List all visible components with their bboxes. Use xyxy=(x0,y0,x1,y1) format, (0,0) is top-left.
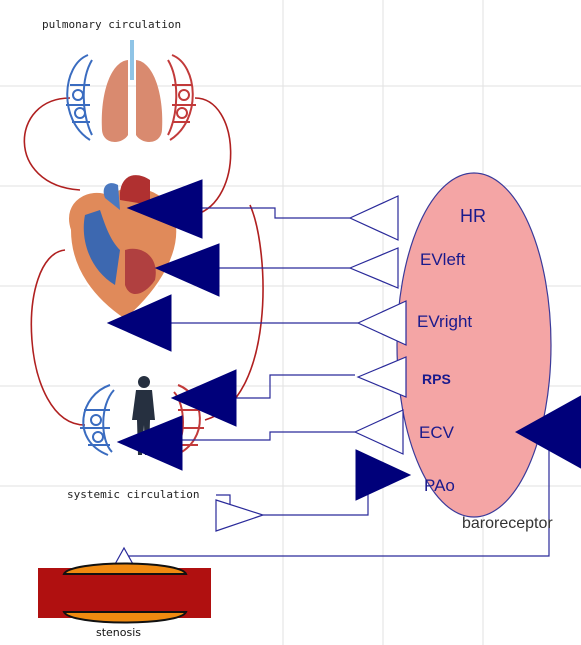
input-connector-ecv[interactable] xyxy=(116,415,183,471)
capillary-bed-icon xyxy=(167,54,196,141)
input-connector-rps[interactable] xyxy=(170,369,237,427)
input-connector-pao[interactable] xyxy=(355,449,412,501)
output-connector-evleft[interactable] xyxy=(348,247,399,289)
output-connector-hr[interactable] xyxy=(348,195,399,241)
systemic-circulation-label: systemic circulation xyxy=(67,488,200,501)
input-connector-evright[interactable] xyxy=(106,294,172,352)
pulmonary-circulation-label: pulmonary circulation xyxy=(42,18,182,31)
port-label-rps: RPS xyxy=(422,371,451,387)
port-label-evleft: EVleft xyxy=(420,250,466,269)
input-connector-baroreceptor[interactable] xyxy=(514,395,581,469)
stenosis-label: stenosis xyxy=(96,626,142,639)
port-label-evright: EVright xyxy=(417,312,473,331)
output-connector-ecv[interactable] xyxy=(353,409,404,455)
input-connectors xyxy=(106,179,581,501)
input-connector-evleft[interactable] xyxy=(154,243,220,297)
stenosis-icon[interactable] xyxy=(38,562,211,624)
input-connector-stenosis[interactable] xyxy=(215,499,265,532)
lungs-icon xyxy=(66,40,196,142)
port-label-ecv: ECV xyxy=(419,423,454,442)
port-label-hr: HR xyxy=(460,206,486,226)
capillary-bed-icon xyxy=(66,54,93,141)
output-connectors xyxy=(112,195,407,567)
input-connector-hr[interactable] xyxy=(126,179,203,239)
baroreceptor-block[interactable] xyxy=(396,172,552,518)
output-connector-rps[interactable] xyxy=(356,356,407,398)
baroreceptor-label: baroreceptor xyxy=(462,515,553,532)
port-label-pao: PAo xyxy=(424,476,455,495)
output-connector-evright[interactable] xyxy=(356,300,407,346)
capillary-bed-icon xyxy=(80,384,115,456)
